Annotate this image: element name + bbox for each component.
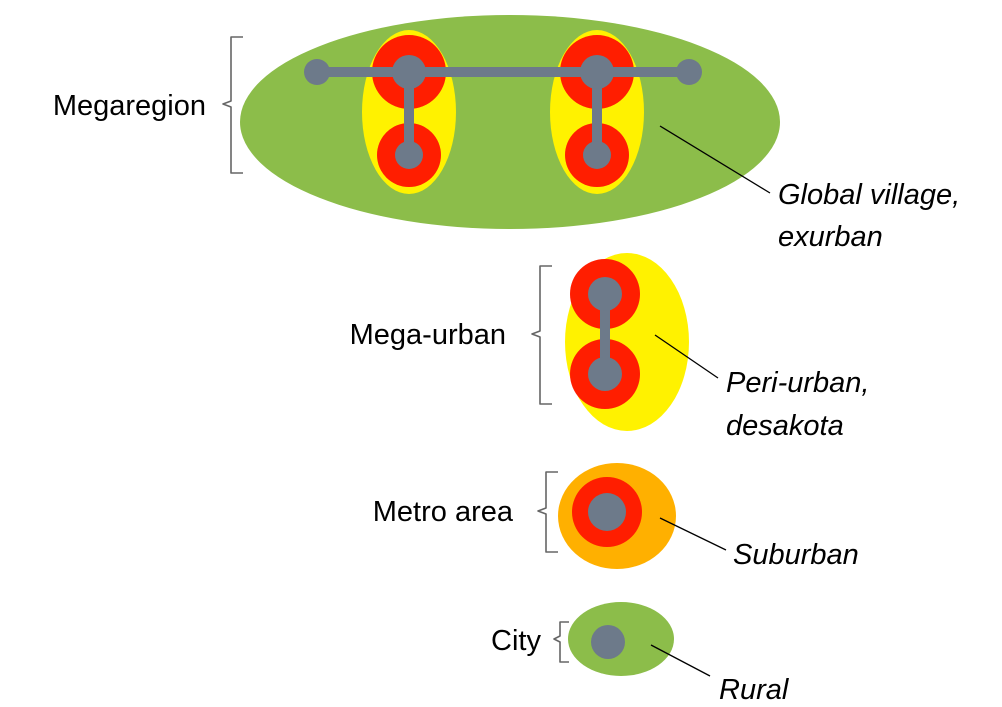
megaregion-leader-line [659,125,771,194]
mega-urban-zone-label-line1: Peri-urban, [726,367,869,399]
megaregion-node-right-top [580,55,614,89]
megaregion-brace [222,36,243,174]
megaregion-label: Megaregion [53,90,206,122]
mega-urban-leader-line [654,334,719,379]
metro-area-group: Metro area Suburban [373,463,859,571]
city-leader-line [650,644,711,677]
metro-zone-label: Suburban [733,539,859,571]
mega-urban-zone-label-line2: desakota [726,410,844,442]
city-zone-label: Rural [719,674,790,706]
city-brace [553,621,569,663]
city-group: City Rural [491,602,790,706]
megaregion-group: Megaregion Global village, exurban [53,15,960,253]
mega-urban-label: Mega-urban [350,319,506,351]
megaregion-node-left-top [392,55,426,89]
megaregion-node-left-bottom [395,141,423,169]
metro-area-brace [537,471,558,553]
city-label: City [491,625,541,657]
metro-area-label: Metro area [373,496,514,528]
megaregion-zone-label-line2: exurban [778,221,883,253]
city-node [591,625,625,659]
mega-urban-node-top [588,277,622,311]
mega-urban-brace [531,265,552,405]
megaregion-zone-label-line1: Global village, [778,179,960,211]
megaregion-exurban-zone [240,15,780,229]
megaregion-node-far-right [676,59,702,85]
megaregion-node-far-left [304,59,330,85]
megaregion-node-right-bottom [583,141,611,169]
mega-urban-node-bottom [588,357,622,391]
metro-leader-line [659,517,727,551]
mega-urban-group: Mega-urban Peri-urban, desakota [350,253,869,442]
metro-node [588,493,626,531]
